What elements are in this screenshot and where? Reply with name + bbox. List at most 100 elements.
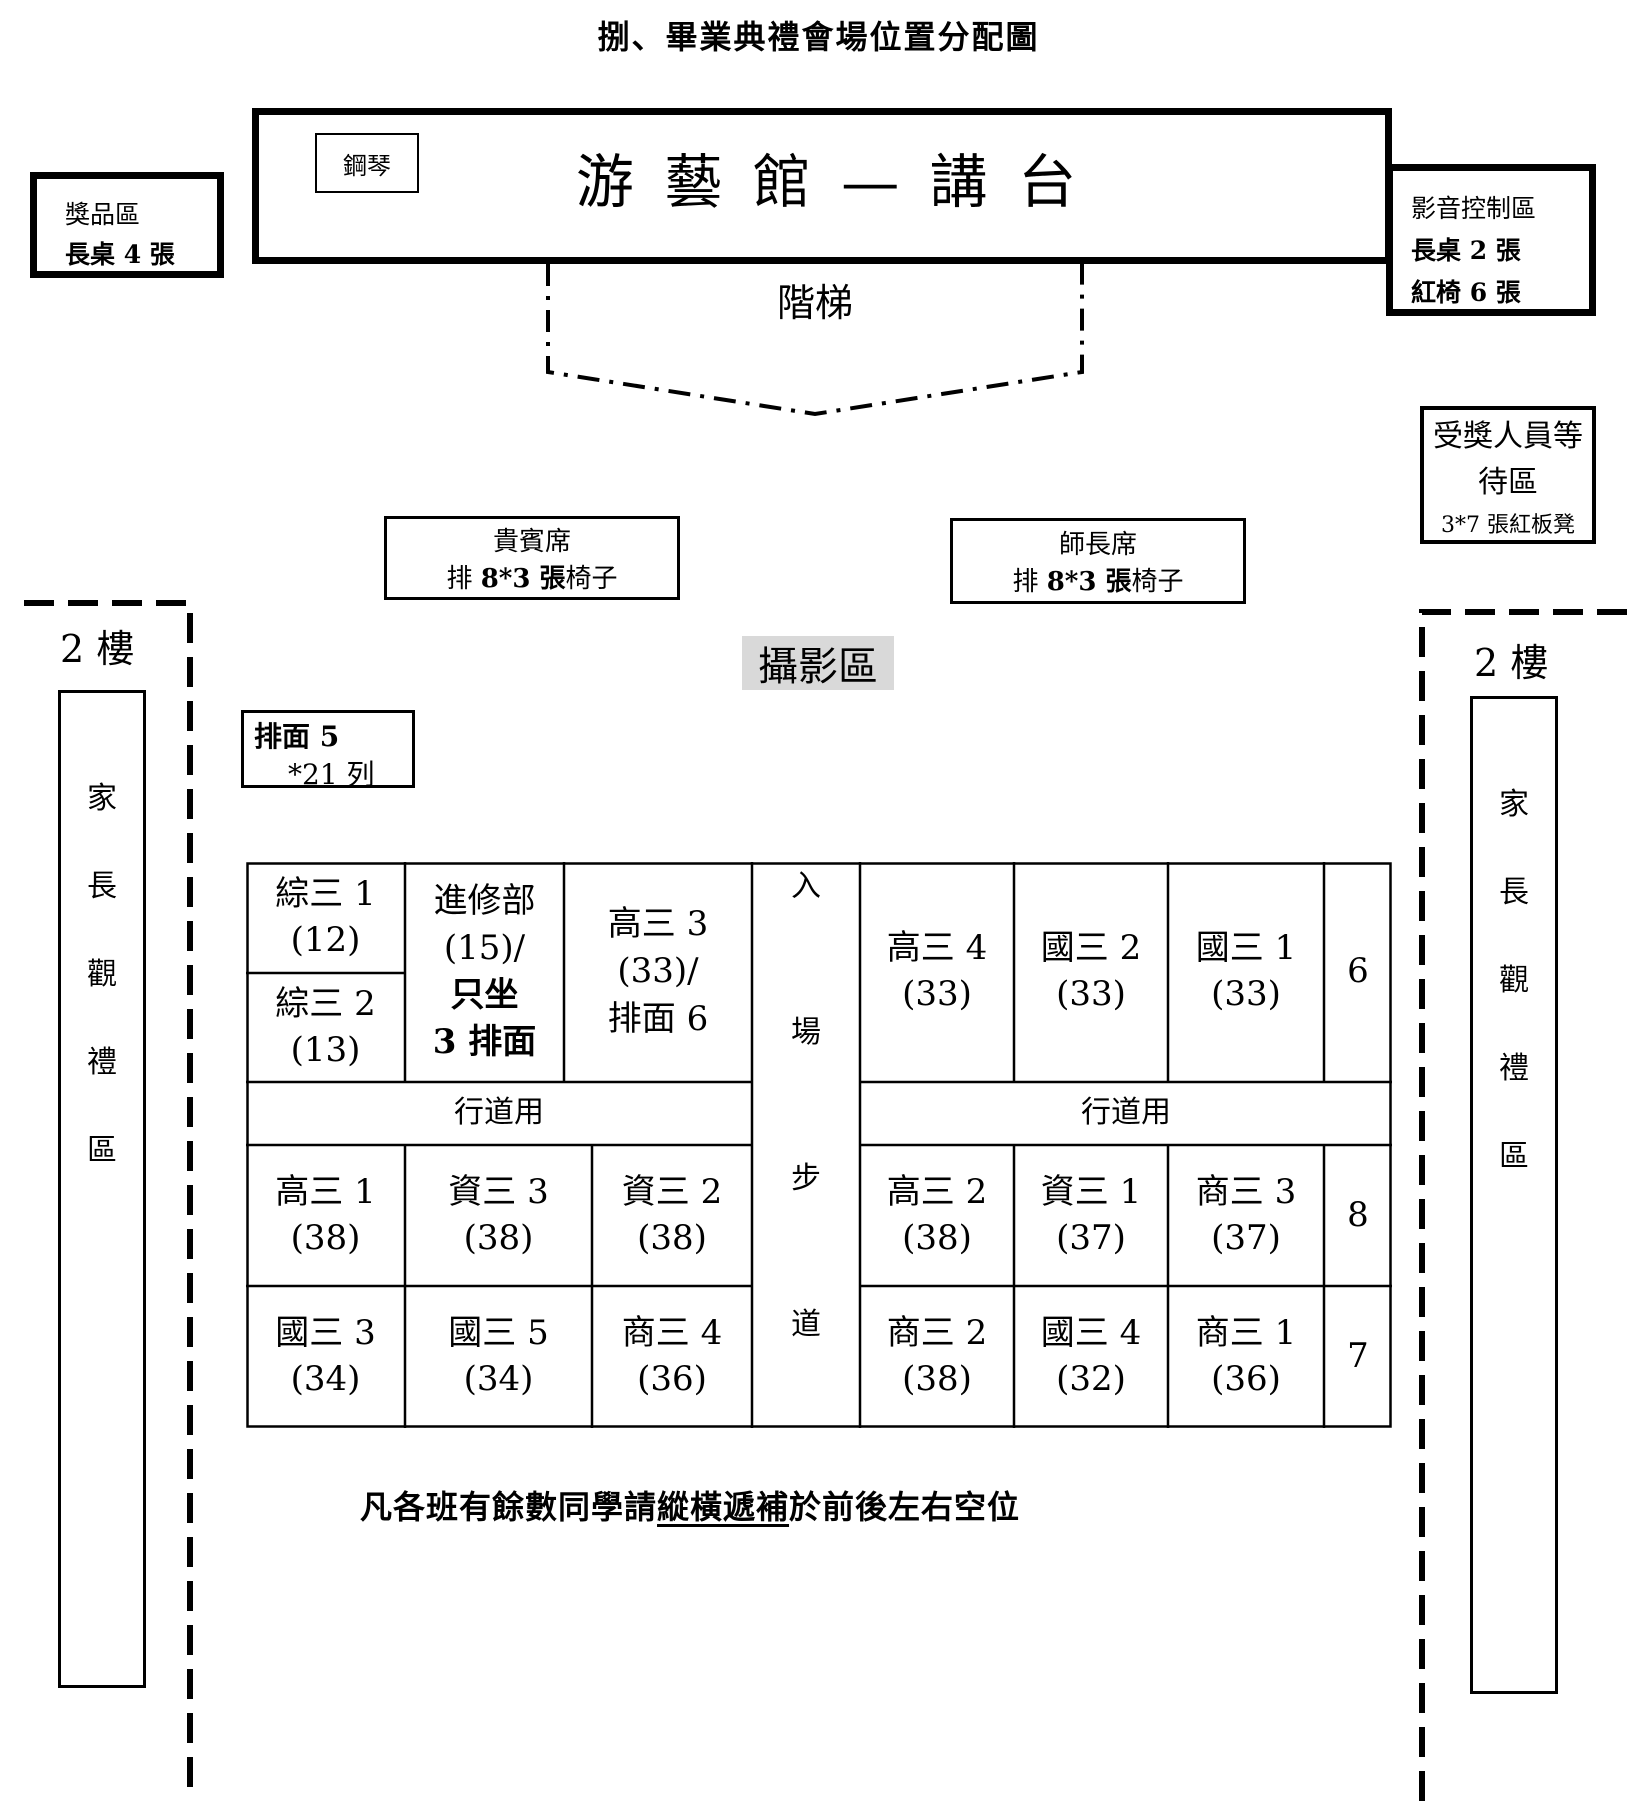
seat-class-count: (38) bbox=[637, 1217, 707, 1258]
seat-class-name: 商三 1 bbox=[1195, 1313, 1297, 1354]
piano-label: 鋼琴 bbox=[343, 151, 391, 180]
prize-area: 獎品區 長桌 4 張 bbox=[30, 172, 224, 278]
seat-class-count: (33) bbox=[1056, 974, 1126, 1014]
seat-class-note1: 只坐 bbox=[450, 975, 519, 1015]
seat-class-count: (38) bbox=[463, 1217, 534, 1258]
vip-seats-detail: 排 8*3 張椅子 bbox=[446, 558, 617, 595]
parent-area-left-char-2: 長 bbox=[87, 869, 117, 904]
av-area-line1: 長桌 2 張 bbox=[1411, 236, 1521, 265]
footer-note: 凡各班有餘數同學請縱橫遞補於前後左右空位 bbox=[360, 1482, 1020, 1528]
entrance-char-3: 步 bbox=[791, 1161, 821, 1196]
av-control-area: 影音控制區 長桌 2 張 紅椅 6 張 bbox=[1386, 164, 1596, 316]
aisle-left: 行道用 bbox=[246, 1082, 752, 1145]
teacher-seats-title: 師長席 bbox=[1058, 530, 1137, 560]
seat-block-gao3-2: 高三 2 (38) bbox=[860, 1145, 1014, 1286]
seat-class-name: 國三 3 bbox=[275, 1313, 376, 1354]
seat-class-count: (34) bbox=[463, 1359, 534, 1399]
vip-seats-suffix: 椅子 bbox=[565, 564, 618, 594]
second-floor-right-label: 2 樓 bbox=[1474, 641, 1549, 685]
stairs-label: 階梯 bbox=[776, 281, 853, 325]
photography-area-label: 攝影區 bbox=[758, 644, 878, 690]
stairs-outline bbox=[546, 264, 1084, 417]
page-title: 捌、畢業典禮會場位置分配圖 bbox=[597, 18, 1040, 56]
seating-grid: 綜三 1 (12) 綜三 2 (13) 進修部 (15)/ 只坐 3 排面 高三… bbox=[246, 862, 1392, 1428]
seat-block-zong3-2: 綜三 2 (13) bbox=[246, 973, 405, 1082]
seat-class-name: 國三 2 bbox=[1040, 928, 1142, 969]
vip-seats-title: 貴賓席 bbox=[492, 527, 571, 557]
seat-class-name: 國三 4 bbox=[1040, 1313, 1142, 1354]
aisle-right: 行道用 bbox=[860, 1082, 1392, 1145]
seat-class-name: 資三 2 bbox=[621, 1171, 723, 1212]
seat-class-count: (32) bbox=[1056, 1359, 1126, 1399]
seat-block-guo3-2: 國三 2 (33) bbox=[1014, 862, 1168, 1082]
prize-area-title: 獎品區 bbox=[65, 200, 141, 229]
vip-seats-unit: 張 bbox=[530, 564, 566, 594]
front-rows-line2: *21 列 bbox=[288, 758, 375, 791]
entrance-walkway: 入 場 步 道 bbox=[752, 862, 860, 1428]
waiting-area-line1: 受獎人員等 bbox=[1433, 419, 1583, 454]
parent-area-right-char-1: 家 bbox=[1499, 787, 1529, 822]
seat-block-zi3-1: 資三 1 (37) bbox=[1014, 1145, 1168, 1286]
entrance-char-4: 道 bbox=[791, 1307, 821, 1342]
seat-class-count: (36) bbox=[1211, 1359, 1281, 1399]
seat-block-guo3-5: 國三 5 (34) bbox=[405, 1286, 592, 1428]
seat-class-count: (38) bbox=[902, 1217, 972, 1258]
seat-block-extra-row3: 7 bbox=[1324, 1286, 1392, 1428]
seat-class-name: 商三 3 bbox=[1195, 1171, 1297, 1212]
seat-block-shang3-1: 商三 1 (36) bbox=[1168, 1286, 1324, 1428]
seat-class-name: 綜三 1 bbox=[275, 873, 376, 914]
seat-extra-count: 7 bbox=[1347, 1336, 1369, 1377]
front-rows-line1: 排面 5 bbox=[254, 720, 340, 753]
teacher-seats-suffix: 椅子 bbox=[1131, 567, 1184, 597]
stage: 鋼琴 游 藝 館 — 講 台 bbox=[252, 108, 1392, 264]
seat-class-count: (36) bbox=[637, 1359, 707, 1399]
parent-area-right-char-3: 觀 bbox=[1499, 963, 1529, 998]
seat-block-zi3-3: 資三 3 (38) bbox=[405, 1145, 592, 1286]
second-floor-right-boundary bbox=[1419, 609, 1635, 1801]
seat-class-name: 綜三 2 bbox=[275, 983, 376, 1024]
seat-block-shang3-2: 商三 2 (38) bbox=[860, 1286, 1014, 1428]
second-floor-left-boundary bbox=[24, 600, 193, 1798]
seat-class-count: (38) bbox=[902, 1359, 972, 1399]
seat-class-note2: 3 排面 bbox=[432, 1021, 537, 1062]
seat-class-count: (37) bbox=[1211, 1217, 1281, 1258]
parent-area-left-char-1: 家 bbox=[87, 781, 117, 816]
parent-area-left-char-3: 觀 bbox=[87, 957, 117, 992]
seat-class-count: (38) bbox=[290, 1217, 361, 1258]
parent-area-left-text: 家 長 觀 禮 區 bbox=[61, 755, 143, 1195]
seat-class-name: 國三 1 bbox=[1195, 928, 1297, 969]
av-area-title: 影音控制區 bbox=[1411, 194, 1537, 223]
seat-block-continuing-education: 進修部 (15)/ 只坐 3 排面 bbox=[405, 862, 564, 1082]
aisle-left-label: 行道用 bbox=[454, 1095, 544, 1131]
footer-note-after: 於前後左右空位 bbox=[789, 1488, 1021, 1526]
seat-class-count: (13) bbox=[290, 1029, 361, 1070]
parent-area-left: 家 長 觀 禮 區 bbox=[58, 690, 146, 1688]
av-area-line2: 紅椅 6 張 bbox=[1411, 278, 1521, 307]
footer-note-before: 凡各班有餘數同學請 bbox=[360, 1488, 658, 1526]
parent-area-left-char-4: 禮 bbox=[87, 1045, 117, 1080]
teacher-seats: 師長席 排 8*3 張椅子 bbox=[950, 518, 1246, 604]
seat-class-count: (15)/ bbox=[443, 928, 526, 969]
parent-area-right-char-4: 禮 bbox=[1499, 1051, 1529, 1086]
vip-seats: 貴賓席 排 8*3 張椅子 bbox=[384, 516, 680, 600]
seat-block-gao3-4: 高三 4 (33) bbox=[860, 862, 1014, 1082]
vip-seats-prefix: 排 bbox=[446, 564, 481, 594]
entrance-char-2: 場 bbox=[791, 1015, 821, 1050]
footer-note-underlined: 縱橫遞補 bbox=[657, 1488, 790, 1526]
parent-area-right-text: 家 長 觀 禮 區 bbox=[1473, 761, 1555, 1201]
seat-block-guo3-4: 國三 4 (32) bbox=[1014, 1286, 1168, 1428]
seat-class-name: 資三 3 bbox=[448, 1171, 549, 1212]
parent-area-left-char-5: 區 bbox=[87, 1133, 117, 1168]
stage-label: 游 藝 館 — 講 台 bbox=[575, 148, 1083, 216]
prize-area-detail: 長桌 4 張 bbox=[65, 240, 175, 269]
seat-class-name: 資三 1 bbox=[1040, 1171, 1142, 1212]
second-floor-left-label: 2 樓 bbox=[60, 627, 135, 671]
entrance-char-1: 入 bbox=[791, 869, 821, 904]
parent-area-right: 家 長 觀 禮 區 bbox=[1470, 696, 1558, 1694]
award-waiting-area: 受獎人員等 待區 3*7 張紅板凳 bbox=[1420, 406, 1596, 544]
waiting-area-line3: 3*7 張紅板凳 bbox=[1441, 513, 1575, 538]
seat-class-name: 國三 5 bbox=[448, 1313, 549, 1354]
seat-block-gao3-3: 高三 3 (33)/ 排面 6 bbox=[564, 862, 752, 1082]
seat-class-name: 進修部 bbox=[433, 881, 536, 922]
seat-block-zi3-2: 資三 2 (38) bbox=[592, 1145, 752, 1286]
